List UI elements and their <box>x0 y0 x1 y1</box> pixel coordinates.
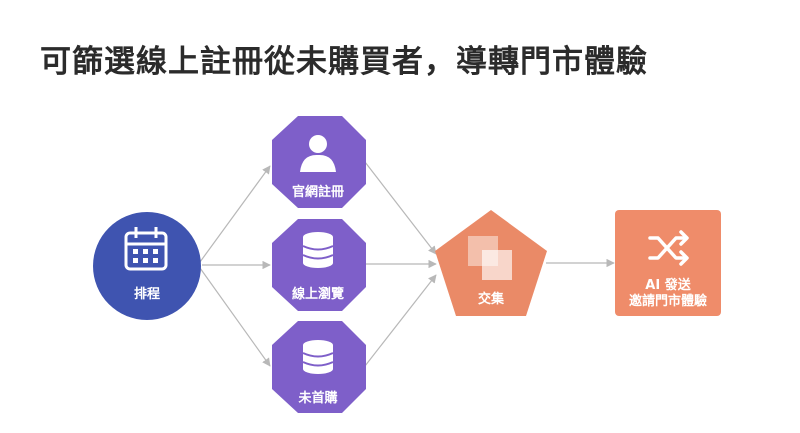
calendar-icon <box>124 227 168 271</box>
node-action-label-line2: 邀請門市體驗 <box>629 293 707 309</box>
node-no-purchase[interactable]: 未首購 <box>272 321 366 413</box>
node-no-purchase-label: 未首購 <box>297 390 337 406</box>
database-icon <box>302 232 334 268</box>
overlap-icon <box>468 236 512 280</box>
node-schedule[interactable]: 排程 <box>93 212 201 320</box>
node-schedule-label: 排程 <box>134 286 160 302</box>
user-icon <box>300 135 336 172</box>
connector-schedule-no-purchase <box>199 267 271 367</box>
connector-no-purchase-intersection <box>364 274 437 367</box>
node-action[interactable]: AI 發送 邀請門市體驗 <box>615 210 721 316</box>
node-browsing-label: 線上瀏覽 <box>292 286 344 302</box>
connectors <box>199 161 615 367</box>
node-registration[interactable]: 官網註冊 <box>272 116 366 208</box>
node-intersection-label: 交集 <box>478 291 505 307</box>
connector-registration-intersection <box>364 161 437 255</box>
shuffle-icon <box>648 230 689 266</box>
database-icon <box>302 340 334 374</box>
connector-schedule-registration <box>199 165 271 263</box>
node-registration-label: 官網註冊 <box>292 184 344 200</box>
node-browsing[interactable]: 線上瀏覽 <box>272 219 366 311</box>
node-action-label-line1: AI 發送 <box>645 277 691 293</box>
page-title: 可篩選線上註冊從未購買者，導轉門市體驗 <box>40 44 648 80</box>
node-intersection[interactable]: 交集 <box>435 210 547 316</box>
